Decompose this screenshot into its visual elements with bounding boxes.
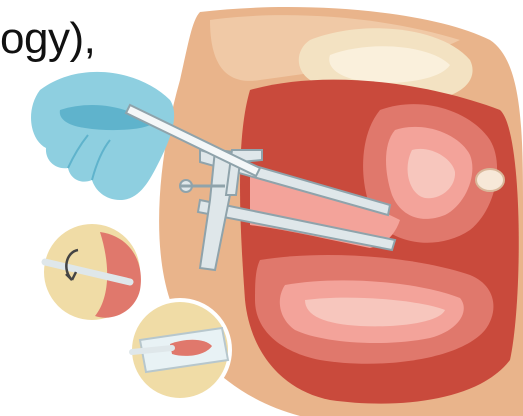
glove [31,72,174,200]
spatula [132,348,172,352]
inset-cervix [42,222,142,322]
inset-slide [130,300,230,400]
ovary [476,169,504,191]
caption-text: ogy), [0,14,95,64]
